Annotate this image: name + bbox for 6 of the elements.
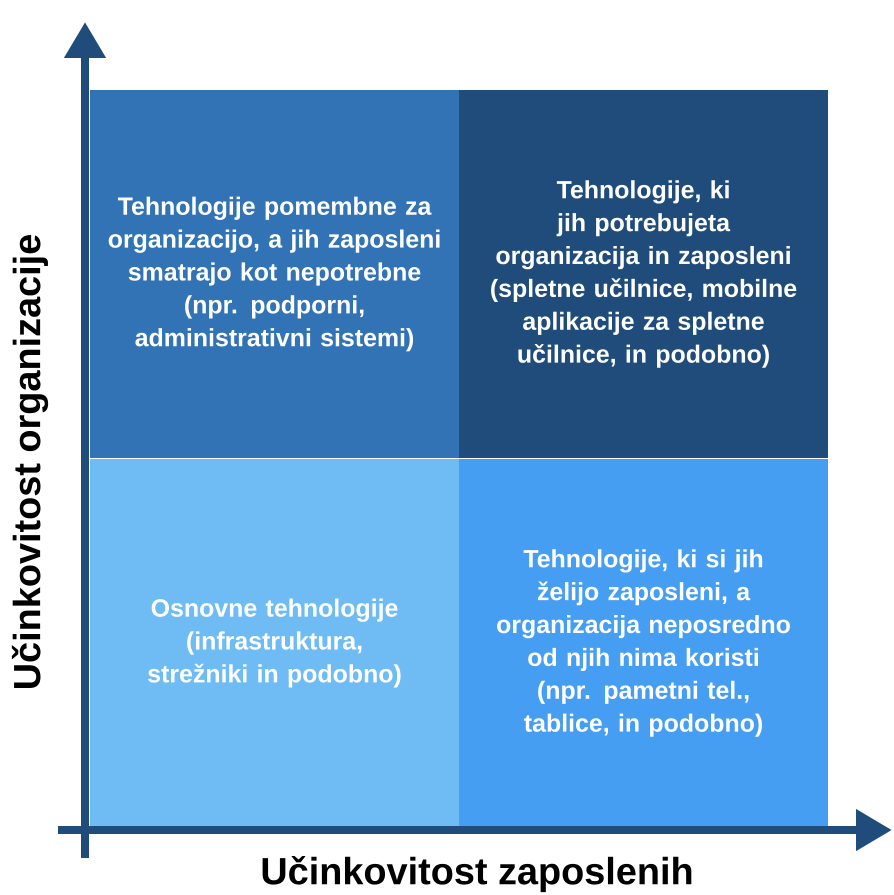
quadrant-box: Osnovne tehnologije (infrastruktura, strežniki in podobno)	[90, 459, 459, 828]
quadrant-box: Tehnologije pomembne za organizacijo, a jih zaposleni smatrajo kot nepotrebne (npr. podporni, administrativni sistemi)	[90, 90, 459, 458]
quadrant-box: Tehnologije, ki jih potrebujeta organizacija in zaposleni (spletne učilnice, mobilne aplikacije za spletne učilnice, in podobno)	[459, 90, 828, 458]
axis-label: Učinkovitost zaposlenih	[262, 856, 692, 892]
axis-label: Učinkovitost organizacije	[12, 235, 48, 688]
quadrant-box: Tehnologije, ki si jih želijo zaposleni, a organizacija neposredno od njih nima koristi (npr. pametni tel., tablice, in podobno)	[459, 459, 828, 828]
